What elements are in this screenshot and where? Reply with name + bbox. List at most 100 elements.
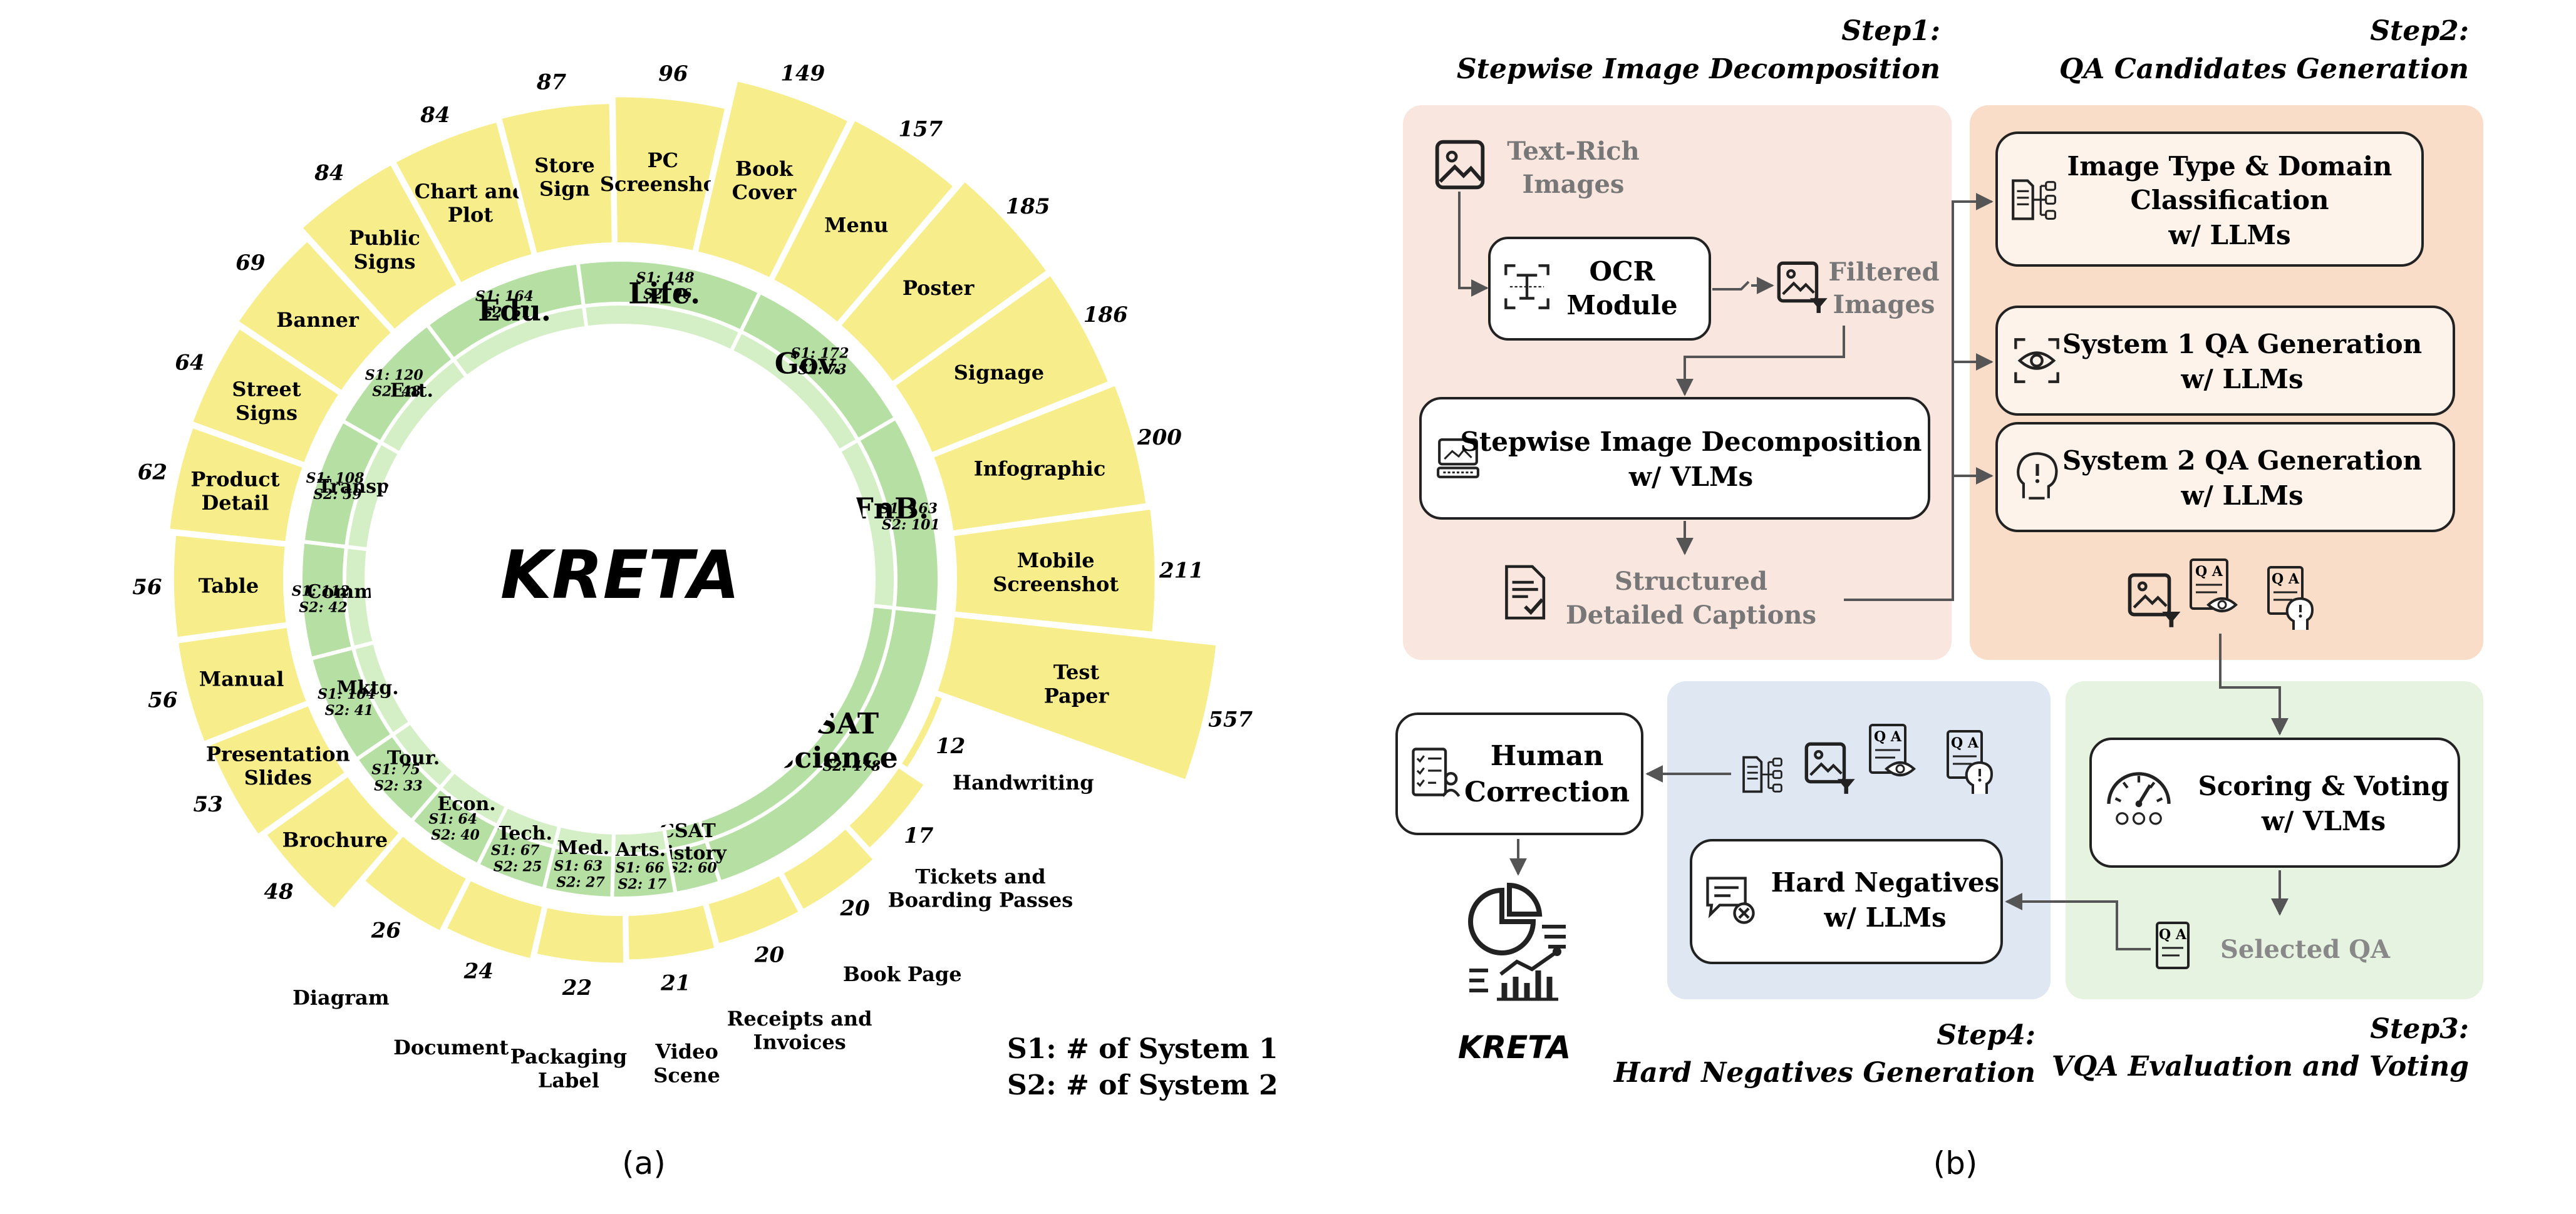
step2-title: QA Candidates Generation (2059, 53, 2469, 85)
image-type-segment (929, 381, 1150, 535)
image-type-label: Document (393, 1036, 509, 1059)
domain-stats: S1: 63 S2: 27 (554, 858, 607, 891)
image-type-segment (836, 177, 1052, 386)
domain-label: Comm. (307, 581, 381, 603)
image-type-count: 96 (658, 61, 688, 86)
pipeline-arrows (1458, 192, 2289, 950)
image-type-count: 12 (936, 734, 965, 759)
step4-title: Hard Negatives Generation (1613, 1057, 2035, 1089)
image-type-count: 26 (371, 918, 401, 943)
image-type-label: Table (199, 574, 259, 597)
image-type-count: 56 (132, 575, 162, 600)
image-type-count: 69 (235, 250, 265, 275)
center-hole (370, 329, 870, 829)
text-rich-images-label-1: Text-Rich (1507, 136, 1639, 166)
svg-text:Q A: Q A (2195, 563, 2223, 580)
image-type-label: Book Page (843, 962, 962, 986)
image-type-segment (205, 701, 349, 839)
domain-label: Med. (557, 837, 609, 859)
domain-label: Transp. (318, 476, 396, 498)
decomposition-label-1: Stepwise Image Decomposition (1461, 426, 1922, 457)
legend-s2: S2: # of System 2 (1007, 1069, 1278, 1101)
system2-box (1995, 422, 2455, 532)
domain-stats: S1: 120 S2: 48 (365, 367, 428, 399)
domain-stats: S1: 104 S2: 41 (318, 686, 381, 719)
image-type-segment (442, 876, 547, 963)
classification-label-2: Classification (2130, 185, 2329, 215)
image-type-segment (174, 624, 311, 746)
arrow-filtered-to-decomp (1676, 326, 1845, 396)
svg-text:Q A: Q A (2272, 571, 2300, 587)
image-type-label: Diagram (292, 986, 390, 1010)
qa-eye-icon: Q A (2190, 558, 2238, 612)
image-type-count: 48 (264, 880, 293, 905)
image-type-label: Handwriting (953, 771, 1094, 795)
domain-stats: S1: 172 S2: 73 (791, 345, 854, 378)
system2-label-1: System 2 QA Generation (2062, 445, 2422, 476)
image-type-count: 211 (1159, 558, 1204, 584)
image-type-count: 53 (194, 792, 223, 817)
svg-text:Q A: Q A (1874, 729, 1902, 745)
domain-stats: S1: 75 S2: 33 (371, 761, 425, 794)
image-type-segment (844, 763, 929, 853)
domain-label: Arts. (615, 839, 666, 861)
image-type-segment (624, 901, 719, 964)
kreta-center-title: KRETA (500, 537, 740, 614)
domain-stat-band (855, 415, 942, 615)
caption-a: (a) (622, 1145, 666, 1181)
step1-title: Stepwise Image Decomposition (1457, 53, 1940, 85)
image-type-count: 185 (1006, 194, 1050, 219)
image-type-segment (778, 824, 878, 914)
domain-label: Tech. (497, 823, 552, 845)
legend-s1: S1: # of System 1 (1007, 1033, 1278, 1065)
captions-label-1: Structured (1615, 567, 1767, 596)
step3-number: Step3: (2370, 1013, 2469, 1045)
image-type-count: 149 (780, 61, 825, 86)
hard-negatives-label-2: w/ LLMs (1823, 902, 1946, 933)
domain-stats: S1: 66 S2: 17 (616, 860, 669, 892)
svg-text:Q A: Q A (2159, 927, 2187, 943)
image-type-segment (297, 160, 462, 334)
classification-label-3: w/ LLMs (2168, 220, 2290, 250)
domain-label: Edu. (478, 294, 551, 327)
image-type-count: 64 (175, 350, 204, 375)
domain-stats: S1: 163 S2: 101 (879, 501, 943, 533)
domain-label: Gov. (775, 347, 842, 381)
domain-label: FnB. (853, 491, 929, 525)
filtered-images-label-1: Filtered (1828, 257, 1939, 287)
arrow-selected-to-hardneg (2005, 893, 2151, 950)
caption-b: (b) (1933, 1145, 1978, 1181)
step4-number: Step4: (1937, 1019, 2035, 1051)
analytics-chart-icon (1469, 885, 1566, 999)
step3-title: VQA Evaluation and Voting (2052, 1051, 2469, 1083)
scoring-label-1: Scoring & Voting (2198, 771, 2449, 801)
qa-icon-group-step4: Q A Q A (1742, 724, 1994, 794)
domain-stats: S1: 108 S2: 59 (306, 470, 370, 503)
ocr-module-label-1: OCR (1590, 256, 1656, 287)
image-type-segment (497, 100, 616, 257)
system1-label-1: System 1 QA Generation (2062, 329, 2422, 359)
qa-icon-group-step2: Q A Q A (2130, 558, 2314, 630)
captions-label-2: Detailed Captions (1566, 600, 1816, 630)
image-type-count: 21 (660, 971, 690, 996)
image-type-segment (949, 505, 1159, 636)
image-type-count: 186 (1084, 302, 1128, 327)
panel-b-pipeline: Step1: Stepwise Image Decomposition Step… (1395, 15, 2483, 1181)
image-type-count: 62 (138, 460, 167, 485)
image-type-label: Banner (276, 308, 360, 332)
image-type-segment (532, 903, 628, 967)
image-type-count: 56 (148, 688, 177, 713)
qa-eye-icon: Q A (1869, 724, 1916, 776)
domain-label: Mktg. (336, 677, 398, 699)
image-type-label: Menu (824, 213, 888, 237)
domain-label: Ent. (390, 380, 433, 402)
arrow-qa-to-scoring (2219, 634, 2289, 736)
